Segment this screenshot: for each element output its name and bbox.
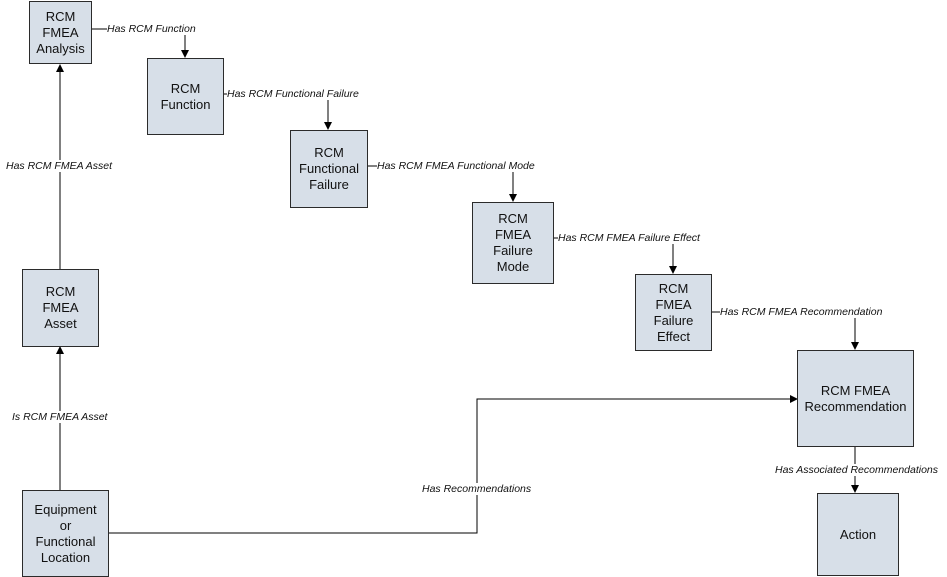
- node-label: RCM FMEA Asset: [42, 284, 79, 331]
- edge-label-is-rcm-fmea-asset: Is RCM FMEA Asset: [12, 411, 108, 423]
- node-label: RCM Functional Failure: [299, 145, 359, 192]
- node-rcm-fmea-failure-mode[interactable]: RCM FMEA Failure Mode: [472, 202, 554, 284]
- node-rcm-functional-failure[interactable]: RCM Functional Failure: [290, 130, 368, 208]
- node-label: Equipment or Functional Location: [34, 501, 97, 565]
- edge-label-has-rcm-fmea-failure-effect: Has RCM FMEA Failure Effect: [558, 232, 700, 244]
- node-rcm-fmea-recommendation[interactable]: RCM FMEA Recommendation: [797, 350, 914, 447]
- node-rcm-fmea-asset[interactable]: RCM FMEA Asset: [22, 269, 99, 347]
- node-label: RCM FMEA Analysis: [36, 8, 85, 56]
- edge-label-has-rcm-fmea-recommendation: Has RCM FMEA Recommendation: [720, 306, 883, 318]
- node-equipment-or-functional-location[interactable]: Equipment or Functional Location: [22, 490, 109, 577]
- node-label: RCM FMEA Recommendation: [804, 382, 907, 414]
- edge-label-has-rcm-function: Has RCM Function: [107, 23, 196, 35]
- node-rcm-function[interactable]: RCM Function: [147, 58, 224, 135]
- connector-has-recommendations: [108, 395, 798, 534]
- node-label: RCM FMEA Failure Effect: [653, 280, 694, 344]
- node-label: RCM FMEA Failure Mode: [493, 211, 533, 274]
- node-rcm-fmea-failure-effect[interactable]: RCM FMEA Failure Effect: [635, 274, 712, 351]
- node-label: Action: [839, 526, 877, 542]
- edge-label-has-recommendations: Has Recommendations: [422, 483, 532, 495]
- edge-label-has-associated-recommendations: Has Associated Recommendations: [775, 464, 939, 476]
- node-label: RCM Function: [160, 80, 211, 112]
- node-action[interactable]: Action: [817, 493, 899, 576]
- edge-label-has-rcm-fmea-asset: Has RCM FMEA Asset: [6, 160, 112, 172]
- edge-label-has-rcm-fmea-functional-mode: Has RCM FMEA Functional Mode: [377, 160, 535, 172]
- edge-label-has-rcm-functional-failure: Has RCM Functional Failure: [227, 88, 359, 100]
- node-rcm-fmea-analysis[interactable]: RCM FMEA Analysis: [29, 1, 92, 64]
